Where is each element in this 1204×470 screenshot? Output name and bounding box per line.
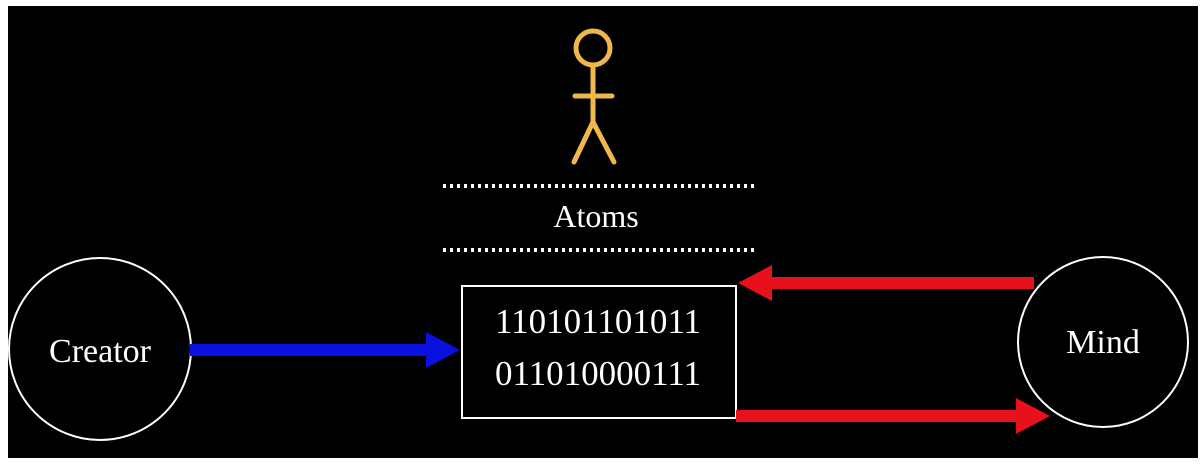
stick-figure-icon xyxy=(571,28,617,165)
mind-to-binary-arrow xyxy=(738,265,1034,301)
atoms-label: Atoms xyxy=(553,198,638,234)
mind-label: Mind xyxy=(1066,324,1140,361)
binary-to-mind-arrow xyxy=(736,398,1050,434)
binary-line-1: 110101101011 xyxy=(495,302,701,341)
binary-box xyxy=(461,285,737,419)
binary-line-2: 011010000111 xyxy=(495,354,701,393)
creator-label: Creator xyxy=(49,333,152,370)
creator-to-binary-arrow xyxy=(190,332,460,368)
mind-node xyxy=(1017,256,1189,428)
